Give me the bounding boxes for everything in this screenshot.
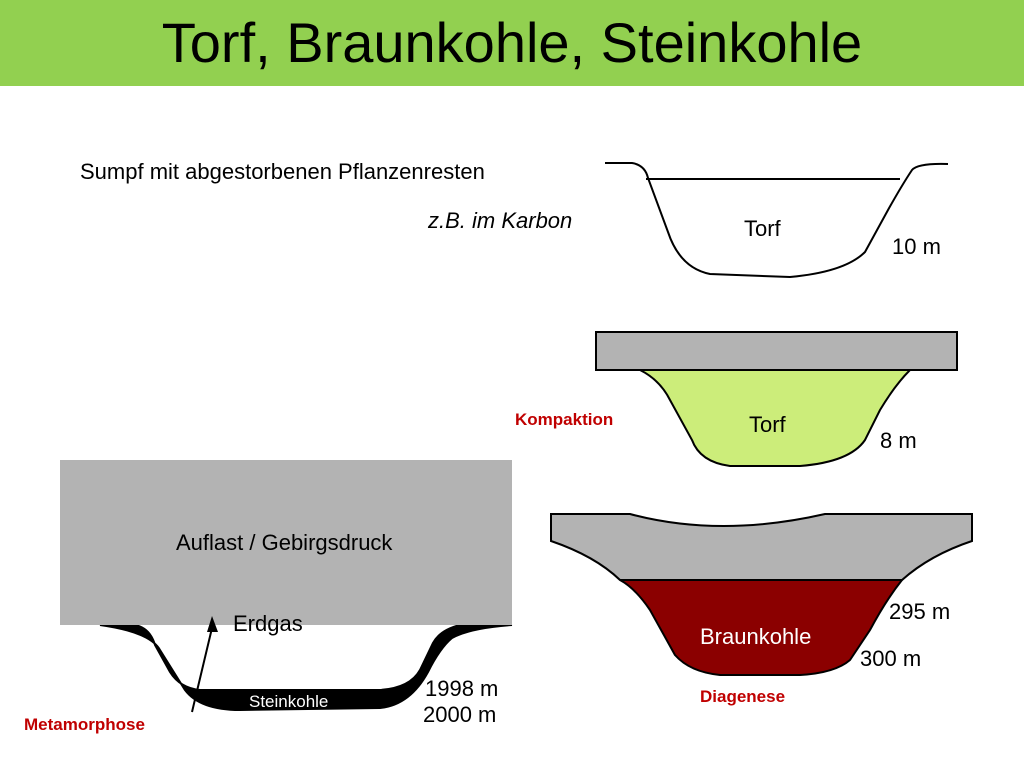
slide-title: Torf, Braunkohle, Steinkohle [161, 11, 863, 74]
stage4-overburden-label: Auflast / Gebirgsdruck [176, 530, 393, 555]
stage4-thickness-top: 1998 m [425, 676, 499, 701]
stage4-layer-label: Steinkohle [249, 692, 329, 711]
overburden-slab-stage2 [595, 331, 958, 371]
swamp-description: Sumpf mit abgestorbenen Pflanzenresten [80, 159, 485, 184]
stage2-process: Kompaktion [515, 410, 614, 429]
overburden-slab-stage3 [550, 513, 973, 581]
lignite-layer [619, 579, 905, 676]
title-bar: Torf, Braunkohle, Steinkohle [0, 0, 1024, 86]
stage3-thickness-top: 295 m [889, 599, 951, 624]
stage4-gas-label: Erdgas [233, 611, 303, 636]
swamp-basin-outline [605, 162, 949, 279]
stage4-process: Metamorphose [24, 715, 145, 734]
hard-coal-layer [99, 624, 513, 712]
stage3-process: Diagenese [700, 687, 786, 706]
stage2-thickness: 8 m [880, 428, 917, 453]
example-period: z.B. im Karbon [428, 208, 573, 233]
stage1-layer-label: Torf [744, 216, 781, 241]
stage3-thickness-bottom: 300 m [860, 646, 922, 671]
overburden-block-stage4 [60, 460, 512, 625]
stage3-layer-label: Braunkohle [700, 624, 812, 649]
stage1-thickness: 10 m [892, 234, 941, 259]
gas-arrow-shaft [191, 627, 213, 713]
stage4-thickness-bottom: 2000 m [423, 702, 497, 727]
gas-arrow-head [207, 616, 218, 632]
stage2-layer-label: Torf [749, 412, 786, 437]
peat-layer [639, 369, 913, 467]
